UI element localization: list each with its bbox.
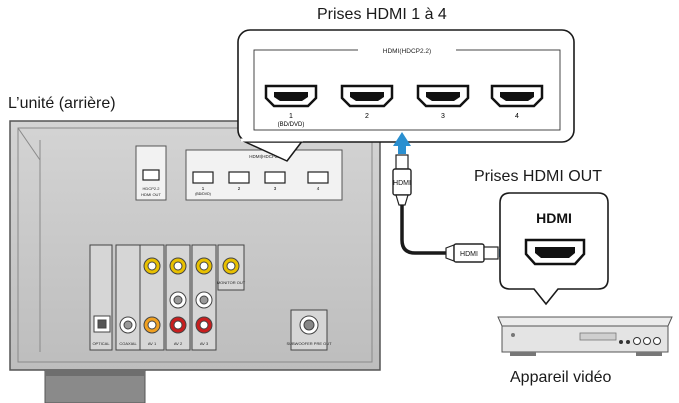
cable-plug-label-top: HDMI — [393, 180, 411, 187]
hdmi-cable: HDMI HDMI — [392, 132, 516, 263]
unit-label-av3: AV 3 — [200, 341, 209, 346]
hdmi-port-icon — [340, 84, 394, 108]
hdmi-port-icon — [307, 171, 329, 184]
unit-jack-4-num: 4 — [317, 186, 320, 191]
hdmi-port-icon — [264, 171, 286, 184]
arrow-up-icon — [393, 132, 411, 154]
unit-rear-label: L’unité (arrière) — [8, 95, 116, 112]
hdmi-port-icon — [416, 84, 470, 108]
callout-jack-4-num: 4 — [515, 113, 519, 120]
callout-jack-2-num: 2 — [365, 113, 369, 120]
unit-label-coaxial: COAXIAL — [119, 341, 137, 346]
hdmi-port-icon — [524, 238, 586, 266]
callout-jack-1-sub: (BD/DVD) — [278, 122, 305, 128]
unit-hdmi-out-label-2: HDMI OUT — [141, 192, 161, 197]
callout-jack-1-num: 1 — [289, 113, 293, 120]
device-hdmi-label: HDMI — [536, 210, 572, 226]
callout-group-label: HDMI(HDCP2.2) — [383, 48, 431, 55]
unit-label-monitor-out: MONITOR OUT — [217, 280, 246, 285]
unit-hdmi-jacks: 1 (BD/DVD) 2 3 4 — [192, 171, 329, 196]
hdmi-port-icon — [490, 84, 544, 108]
unit-jack-1-num: 1 — [202, 186, 205, 191]
cable-plug-label-side: HDMI — [460, 251, 478, 258]
unit-label-optical: OPTICAL — [92, 341, 110, 346]
hdmi-port-icon — [264, 84, 318, 108]
unit-hdmi-out-label-1: HDCP2.2 — [143, 186, 161, 191]
video-device-label: Appareil vidéo — [510, 369, 612, 386]
hdmi-out-title: Prises HDMI OUT — [474, 168, 602, 185]
unit-label-av2: AV 2 — [174, 341, 183, 346]
unit-hdmi-group-label: HDMI(HDCP2.2) — [249, 154, 283, 159]
hdmi-out-callout: HDMI — [499, 192, 609, 306]
video-player-icon — [497, 316, 673, 356]
hdmi-jacks-title: Prises HDMI 1 à 4 — [317, 6, 447, 23]
unit-jack-3-num: 3 — [274, 186, 277, 191]
unit-av-jacks — [89, 244, 328, 351]
hdmi-port-icon — [228, 171, 250, 184]
hdmi-jacks-callout: HDMI(HDCP2.2) 1 (BD/DVD) 2 3 4 — [237, 29, 575, 143]
unit-jack-2-num: 2 — [238, 186, 241, 191]
callout-jack-3-num: 3 — [441, 113, 445, 120]
unit-jack-1-sub: (BD/DVD) — [195, 192, 211, 196]
unit-label-subwoofer: SUBWOOFER PRE OUT — [286, 341, 332, 346]
hdmi-port-icon — [192, 171, 214, 184]
receiver-rear-panel: HDCP2.2 HDMI OUT HDMI(HDCP2.2) 1 (BD/DVD… — [9, 120, 381, 403]
unit-label-av1: AV 1 — [148, 341, 157, 346]
